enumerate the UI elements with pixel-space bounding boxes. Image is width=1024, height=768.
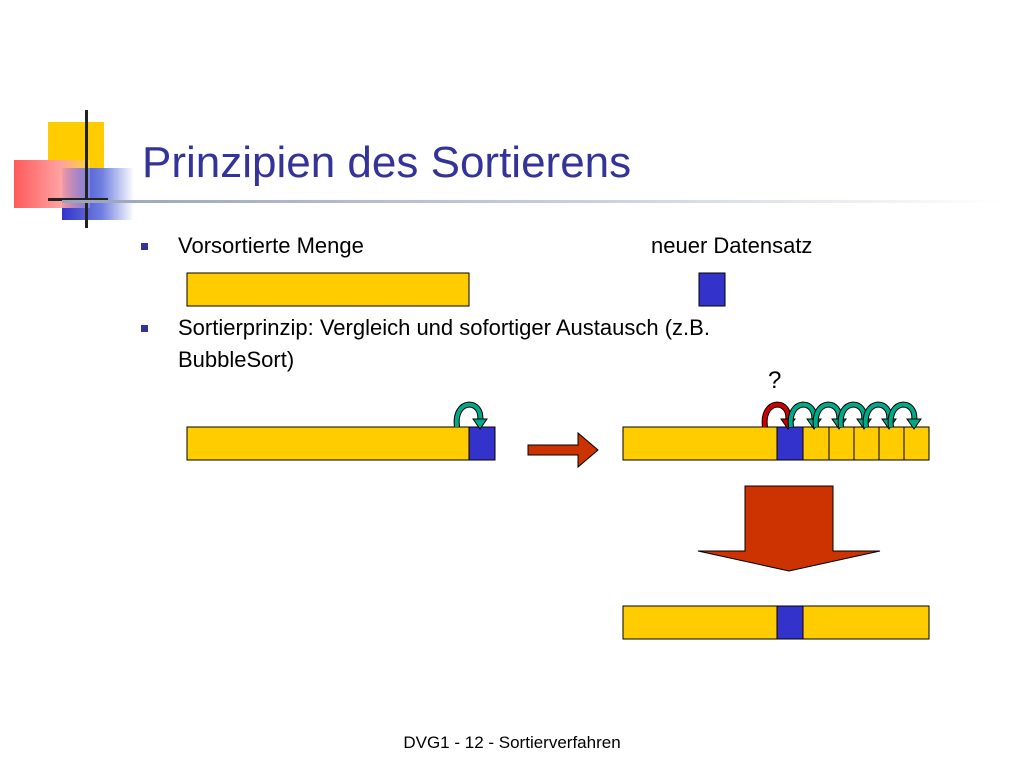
set-with-new-record-bar <box>186 426 470 461</box>
bullet-text-presorted-set: Vorsortierte Menge <box>178 233 364 258</box>
label-new-record: neuer Datensatz <box>651 233 813 258</box>
bullet-marker-1 <box>141 243 148 250</box>
bubbling-set-bar <box>622 426 930 461</box>
sorted-result-bar <box>622 605 930 640</box>
bullet-marker-2 <box>141 325 148 332</box>
footer-text: DVG1 - 12 - Sortierverfahren <box>403 733 621 752</box>
deco-vertical-line <box>85 110 88 228</box>
bullet-text-sorting-principle-line2: BubbleSort) <box>178 347 295 372</box>
right-arrow <box>527 431 599 469</box>
page-title: Prinzipien des Sortierens <box>142 138 632 187</box>
down-arrow <box>697 485 881 572</box>
bubbling-record-block <box>776 426 804 461</box>
swap-arrow-left-head <box>472 418 488 430</box>
appended-record-block <box>468 426 496 461</box>
compare-arrows <box>787 401 922 430</box>
bullet-text-sorting-principle-line1: Sortierprinzip: Vergleich und sofortiger… <box>178 315 710 340</box>
deco-horizontal-line <box>48 198 108 201</box>
swap-arrow-left-inner <box>454 402 483 428</box>
question-mark-label: ? <box>768 367 782 394</box>
new-record-block <box>698 272 726 307</box>
question-swap-arrow <box>762 402 791 428</box>
title-decoration <box>12 110 142 230</box>
title-underline <box>62 200 1002 203</box>
sorted-record-block <box>776 605 804 640</box>
presorted-set-bar <box>186 272 470 307</box>
